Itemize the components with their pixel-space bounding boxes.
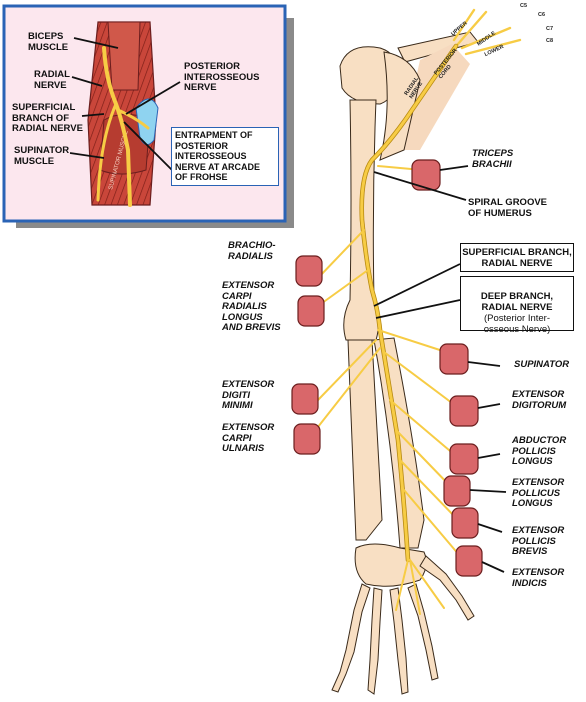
root-c6: C6	[538, 12, 546, 18]
scapula	[379, 51, 421, 161]
muscle-ecrl	[297, 295, 325, 327]
label-abductor-pollicis-longus: ABDUCTOR POLLICIS LONGUS	[512, 435, 567, 467]
inset-arcade-tendon	[135, 98, 159, 145]
main-leaders	[373, 165, 507, 573]
muscle-apl	[449, 443, 479, 475]
finger-5	[331, 583, 371, 693]
label-biceps-muscle: BICEPS MUSCLE	[28, 31, 69, 53]
root-c8: C8	[546, 38, 554, 44]
label-entrapment-box: ENTRAPMENT OF POSTERIOR INTEROSSEOUS NER…	[171, 127, 279, 186]
leader-deep-box	[375, 299, 461, 319]
muscle-supinator	[439, 343, 469, 375]
leader-biceps	[73, 37, 119, 49]
leader-supinator-inset	[69, 152, 105, 159]
radial-nerve	[313, 8, 522, 615]
muscle-brachioradialis	[295, 255, 323, 287]
deep-branch-title: DEEP BRANCH, RADIAL NERVE	[480, 291, 554, 313]
label-spiral-groove: SPIRAL GROOVE OF HUMERUS	[468, 197, 548, 219]
leader-extensor-digitorum	[477, 403, 501, 409]
inset-panel: SUPINATOR MUSCLE	[2, 4, 294, 228]
label-superficial-branch-inset: SUPERFICIAL BRANCH OF RADIAL NERVE	[12, 102, 83, 134]
label-extensor-carpi-radialis: EXTENSOR CARPI RADIALIS LONGUS AND BREVI…	[222, 280, 281, 333]
leader-epl	[469, 489, 507, 493]
leader-entrapment	[123, 121, 173, 171]
label-supinator-muscle-inset: SUPINATOR MUSCLE	[14, 145, 70, 167]
label-triceps-brachii: TRICEPS BRACHII	[472, 148, 514, 170]
ulna	[347, 339, 383, 541]
thumb	[419, 555, 475, 621]
muscle-edm	[291, 383, 319, 415]
cord-highlight	[400, 44, 470, 150]
leader-triceps	[439, 165, 469, 171]
carpals	[354, 543, 427, 587]
inset-superficial-branch	[96, 102, 118, 202]
label-posterior-interosseous: POSTERIOR INTEROSSEOUS NERVE	[184, 61, 260, 93]
label-brachioradialis: BRACHIO- RADIALIS	[228, 240, 276, 262]
label-extensor-digitorum: EXTENSOR DIGITORUM	[512, 389, 567, 411]
muscle-epb	[451, 507, 479, 539]
deep-branch-box: DEEP BRANCH, RADIAL NERVE (Posterior Int…	[460, 276, 574, 335]
finger-4	[367, 587, 383, 695]
leader-superficial-box	[373, 263, 461, 307]
deep-branch-subtitle: (Posterior Inter- osseous Nerve)	[483, 313, 551, 335]
leader-epb	[477, 523, 503, 533]
inset-posterior-interosseous	[116, 108, 150, 130]
leader-spiral-groove	[373, 171, 467, 201]
finger-3	[389, 587, 409, 695]
radial-nerve-trunk	[360, 44, 458, 562]
leader-posterior-interosseous	[125, 81, 181, 115]
leader-superficial-inset	[81, 113, 105, 117]
label-extensor-indicis: EXTENSOR INDICIS	[512, 567, 565, 589]
leader-apl	[477, 453, 501, 459]
muscle-extensor-digitorum	[449, 395, 479, 427]
leader-radial	[71, 76, 103, 87]
muscle-epl	[443, 475, 471, 507]
leader-ei	[481, 561, 505, 573]
inset-biceps-muscle	[107, 21, 141, 91]
label-supinator: SUPINATOR	[514, 359, 570, 370]
label-radial-nerve: RADIAL NERVE	[34, 69, 70, 91]
root-c5: C5	[520, 3, 528, 9]
label-extensor-pollicis-brevis: EXTENSOR POLLICIS BREVIS	[512, 525, 565, 557]
muscle-icons	[291, 159, 483, 577]
label-extensor-digiti-minimi: EXTENSOR DIGITI MINIMI	[222, 379, 275, 411]
finger-2	[407, 583, 439, 681]
muscle-ecu	[293, 423, 321, 455]
label-extensor-carpi-ulnaris: EXTENSOR CARPI ULNARIS	[222, 422, 275, 454]
superficial-branch-box: SUPERFICIAL BRANCH, RADIAL NERVE	[460, 243, 574, 272]
leader-supinator	[467, 361, 501, 367]
plexus-roots	[452, 8, 522, 56]
label-extensor-pollicus-longus: EXTENSOR POLLICUS LONGUS	[512, 477, 565, 509]
root-c7: C7	[546, 26, 554, 32]
muscle-triceps	[411, 159, 441, 191]
muscle-ei	[455, 545, 483, 577]
nerve-branches	[313, 165, 461, 615]
